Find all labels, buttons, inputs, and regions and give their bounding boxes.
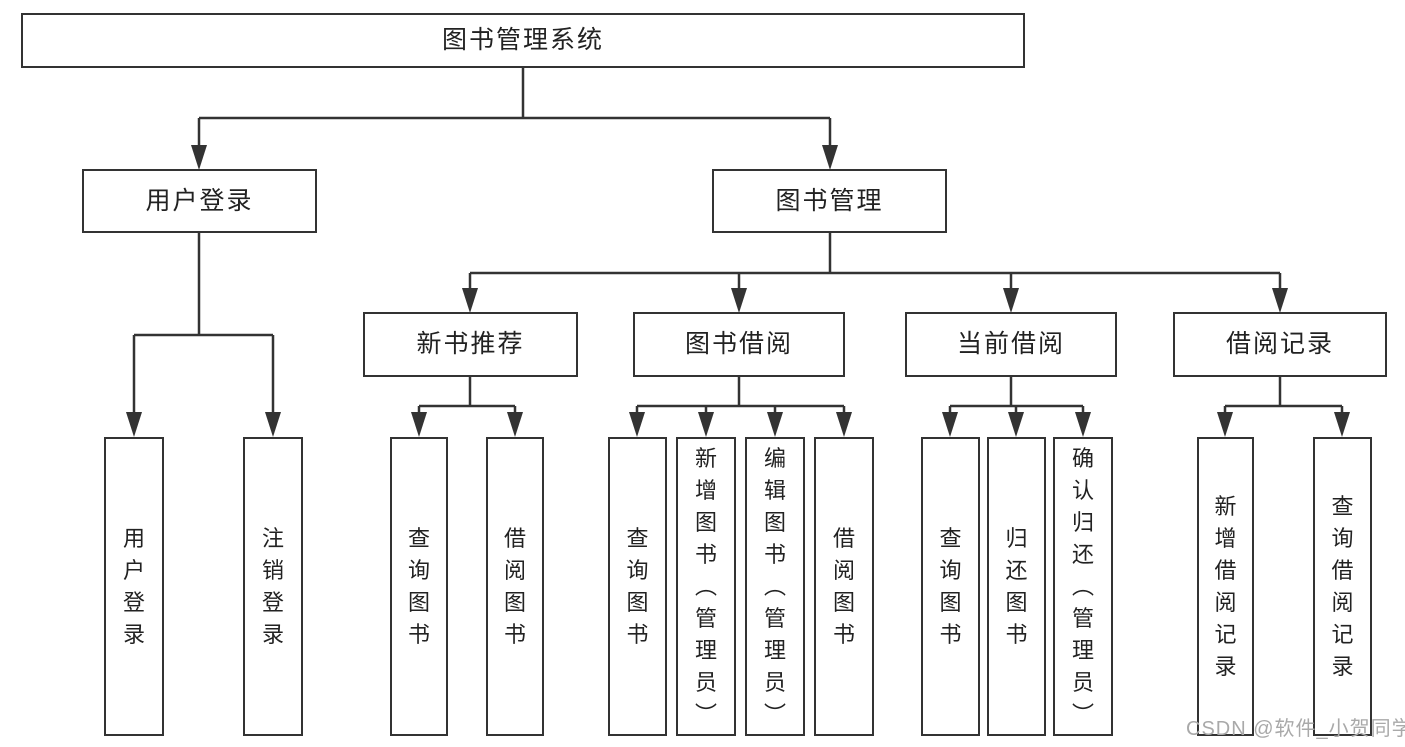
leaf-borrow-book-label: 借 阅 图 书 xyxy=(832,525,855,647)
leaf-borrow-book-recommend: 借 阅 图 书 xyxy=(486,437,544,736)
leaf-query-book-recommend-label: 查 询 图 书 xyxy=(407,525,430,647)
leaf-query-borrow-record: 查 询 借 阅 记 录 xyxy=(1313,437,1372,736)
watermark: CSDN @软件_小贺同学 xyxy=(1186,718,1405,740)
node-root-label: 图书管理系统 xyxy=(441,26,604,54)
leaf-add-book-admin-label: 新 增 图 书 ︵ 管 理 员 ︶ xyxy=(694,445,717,727)
leaf-edit-book-admin: 编 辑 图 书 ︵ 管 理 员 ︶ xyxy=(745,437,805,736)
node-current-borrow: 当前借阅 xyxy=(905,312,1117,377)
leaf-query-borrow-record-label: 查 询 借 阅 记 录 xyxy=(1331,493,1354,679)
node-root: 图书管理系统 xyxy=(21,13,1025,68)
leaf-borrow-book: 借 阅 图 书 xyxy=(814,437,874,736)
leaf-user-login-label: 用 户 登 录 xyxy=(122,525,145,647)
leaf-edit-book-admin-label: 编 辑 图 书 ︵ 管 理 员 ︶ xyxy=(763,445,786,727)
leaf-query-book-current-label: 查 询 图 书 xyxy=(939,525,962,647)
leaf-logout: 注 销 登 录 xyxy=(243,437,303,736)
node-borrow-records: 借阅记录 xyxy=(1173,312,1387,377)
leaf-add-borrow-record-label: 新 增 借 阅 记 录 xyxy=(1214,493,1237,679)
leaf-return-book: 归 还 图 书 xyxy=(987,437,1046,736)
leaf-query-book-borrow-label: 查 询 图 书 xyxy=(626,525,649,647)
node-book-management: 图书管理 xyxy=(712,169,947,233)
connector-segments xyxy=(132,68,1344,432)
node-book-management-label: 图书管理 xyxy=(775,186,884,215)
leaf-confirm-return-admin: 确 认 归 还 ︵ 管 理 员 ︶ xyxy=(1053,437,1113,736)
leaf-query-book-current: 查 询 图 书 xyxy=(921,437,980,736)
leaf-add-book-admin: 新 增 图 书 ︵ 管 理 员 ︶ xyxy=(676,437,736,736)
node-book-borrow-label: 图书借阅 xyxy=(684,330,793,358)
node-user-login-label: 用户登录 xyxy=(145,186,254,215)
leaf-query-book-borrow: 查 询 图 书 xyxy=(608,437,667,736)
node-book-borrow: 图书借阅 xyxy=(633,312,845,377)
leaf-query-book-recommend: 查 询 图 书 xyxy=(390,437,448,736)
leaf-borrow-book-recommend-label: 借 阅 图 书 xyxy=(503,525,526,647)
node-user-login: 用户登录 xyxy=(82,169,317,233)
node-current-borrow-label: 当前借阅 xyxy=(956,330,1065,358)
leaf-confirm-return-admin-label: 确 认 归 还 ︵ 管 理 员 ︶ xyxy=(1071,445,1094,727)
leaf-return-book-label: 归 还 图 书 xyxy=(1005,525,1028,647)
node-borrow-records-label: 借阅记录 xyxy=(1225,330,1334,358)
leaf-add-borrow-record: 新 增 借 阅 记 录 xyxy=(1197,437,1254,736)
leaf-user-login: 用 户 登 录 xyxy=(104,437,164,736)
node-new-book-recommend: 新书推荐 xyxy=(363,312,578,377)
leaf-logout-label: 注 销 登 录 xyxy=(261,525,284,647)
node-new-book-recommend-label: 新书推荐 xyxy=(416,330,525,358)
